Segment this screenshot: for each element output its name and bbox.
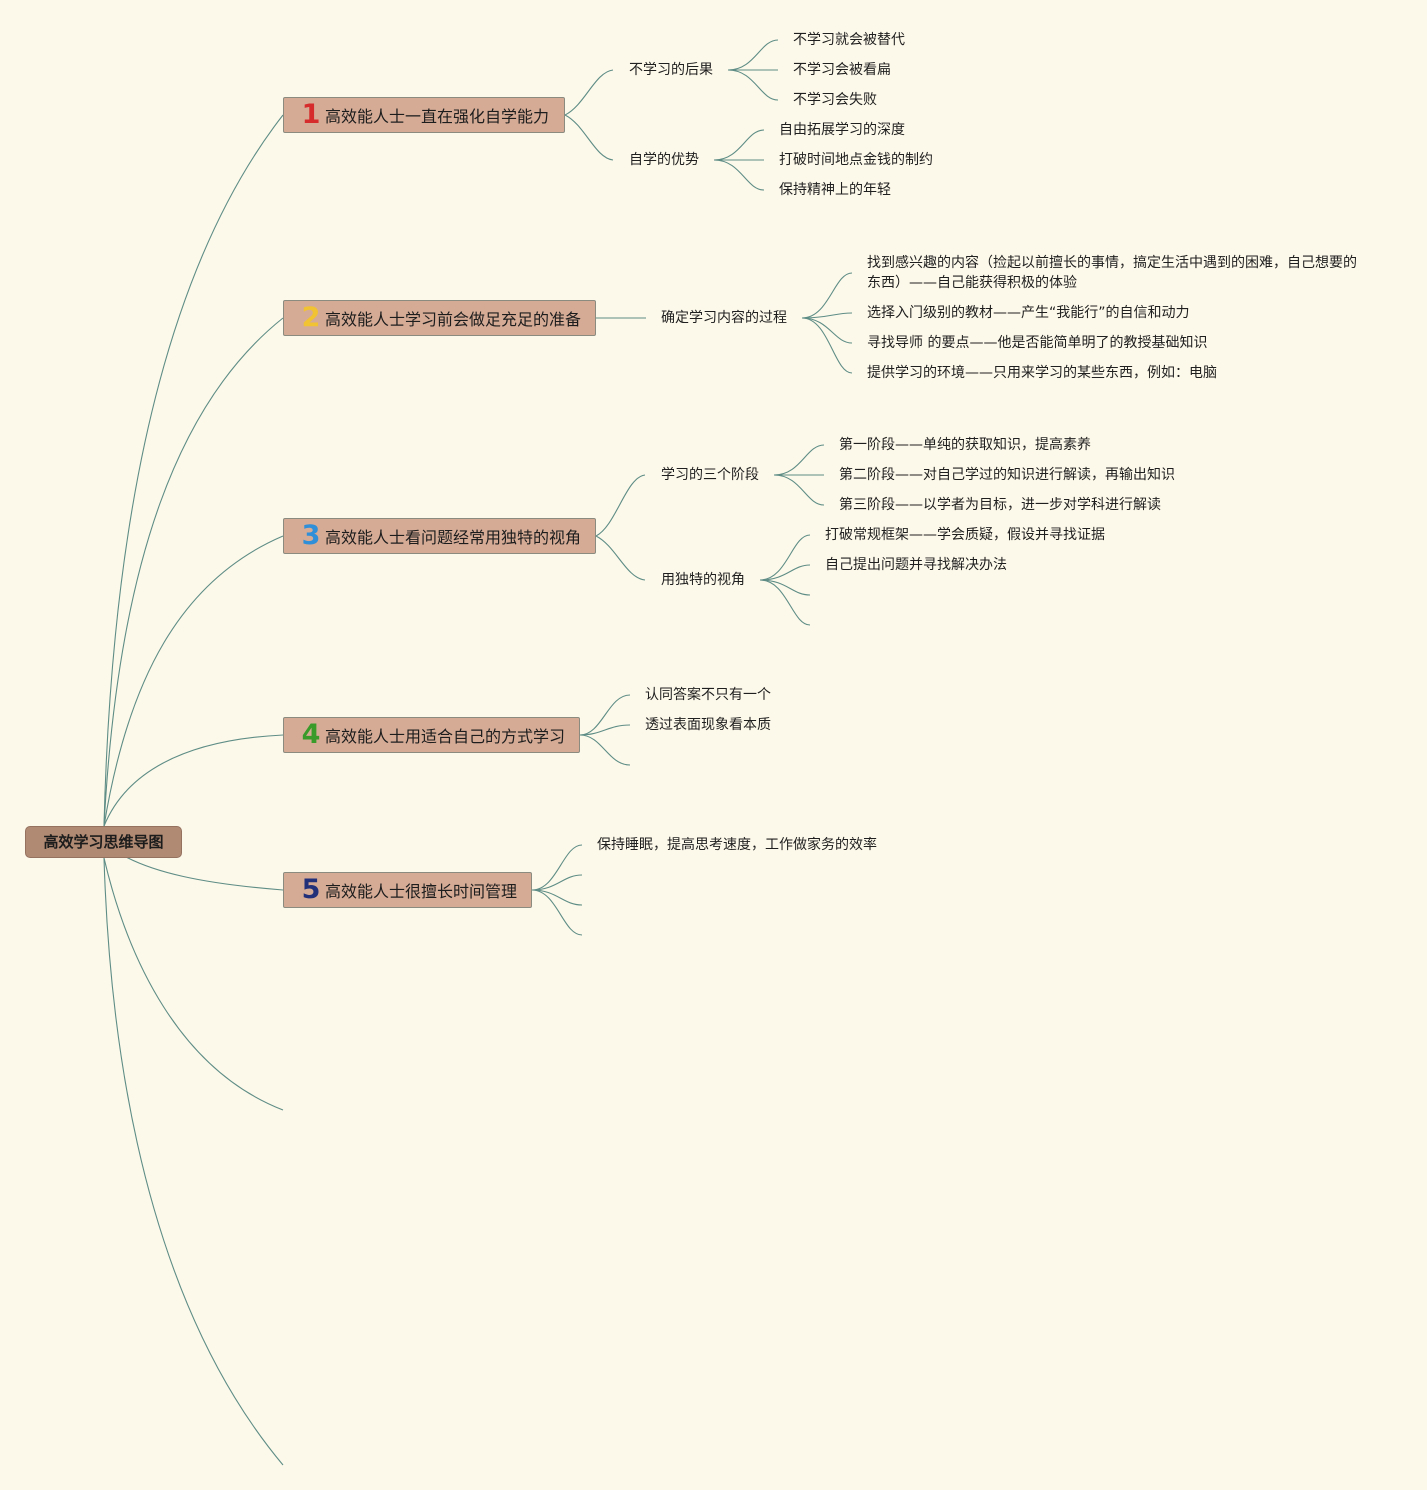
leaf-node[interactable]: 第二阶段——对自己学过的知识进行解读，再输出知识 — [839, 467, 1175, 483]
edge-root-topic-3 — [103, 535, 284, 827]
leaf-node[interactable]: 寻找导师 的要点——他是否能简单明了的教授基础知识 — [867, 335, 1208, 351]
number-5-icon: 5 — [301, 874, 321, 905]
leaf-node[interactable]: 第一阶段——单纯的获取知识，提高素养 — [839, 437, 1091, 453]
edge-t2s1-l4 — [801, 317, 853, 374]
number-1-icon: 1 — [301, 99, 321, 130]
leaf-node[interactable]: 不学习会被看扁 — [793, 62, 891, 78]
edge-t5-l2 — [531, 874, 583, 891]
topic-label: 高效能人士很擅长时间管理 — [325, 882, 518, 901]
edge-t5-l3 — [531, 889, 583, 906]
edge-root-extra-1 — [103, 857, 284, 1111]
leaf-node[interactable]: 保持睡眠，提高思考速度，工作做家务的效率 — [597, 837, 877, 853]
edge-t2s1-l2 — [801, 312, 853, 319]
leaf-node[interactable]: 提供学习的环境——只用来学习的某些东西，例如：电脑 — [867, 365, 1217, 381]
subtopic-consequences[interactable]: 不学习的后果 — [629, 62, 713, 78]
topic-label: 高效能人士学习前会做足充足的准备 — [325, 310, 582, 329]
central-topic[interactable]: 高效学习思维导图 — [25, 826, 182, 858]
edge-t1-sub2 — [564, 114, 614, 161]
topic-3[interactable]: 3 高效能人士看问题经常用独特的视角 — [283, 518, 596, 554]
leaf-node[interactable]: 不学习会失败 — [793, 92, 877, 108]
leaf-node[interactable]: 选择入门级别的教材——产生“我能行”的自信和动力 — [867, 305, 1190, 321]
topic-1[interactable]: 1 高效能人士一直在强化自学能力 — [283, 97, 565, 133]
edge-t3s2-l3 — [759, 579, 811, 596]
number-2-icon: 2 — [301, 302, 321, 333]
subtopic-content-process[interactable]: 确定学习内容的过程 — [661, 310, 787, 326]
subtopic-three-stages[interactable]: 学习的三个阶段 — [661, 467, 759, 483]
edge-t3s2-l2 — [759, 564, 811, 581]
edge-t4-l1 — [579, 694, 631, 736]
edge-t3-sub2 — [595, 535, 646, 581]
edge-root-topic-4 — [103, 734, 284, 827]
leaf-node[interactable]: 自由拓展学习的深度 — [779, 122, 905, 138]
edge-t3s1-l1 — [773, 444, 825, 476]
leaf-node[interactable]: 第三阶段——以学者为目标，进一步对学科进行解读 — [839, 497, 1161, 513]
leaf-node[interactable]: 找到感兴趣的内容（捡起以前擅长的事情，搞定生活中遇到的困难，自己想要的东西）——… — [867, 255, 1357, 291]
edge-t1s2-l3 — [713, 159, 765, 191]
edge-t3s2-l4 — [759, 579, 811, 626]
topic-label: 高效能人士用适合自己的方式学习 — [325, 727, 566, 746]
edge-t3s1-l3 — [773, 474, 825, 506]
edge-t5-l4 — [531, 889, 583, 936]
edge-root-topic-2 — [103, 317, 284, 827]
leaf-node[interactable]: 保持精神上的年轻 — [779, 182, 891, 198]
edge-t5-l1 — [531, 844, 583, 891]
topic-5[interactable]: 5 高效能人士很擅长时间管理 — [283, 872, 532, 908]
edge-root-extra-2 — [103, 857, 284, 1466]
edge-t2s1-l3 — [801, 317, 853, 344]
leaf-node[interactable]: 打破常规框架——学会质疑，假设并寻找证据 — [825, 527, 1105, 543]
leaf-node[interactable]: 透过表面现象看本质 — [645, 717, 771, 733]
number-4-icon: 4 — [301, 719, 321, 750]
leaf-node[interactable]: 自己提出问题并寻找解决办法 — [825, 557, 1007, 573]
edge-t3s2-l1 — [759, 534, 811, 581]
leaf-node[interactable]: 不学习就会被替代 — [793, 32, 905, 48]
edge-t2s1-l1 — [801, 272, 853, 319]
edge-t3-sub1 — [595, 474, 646, 537]
leaf-node[interactable]: 认同答案不只有一个 — [645, 687, 771, 703]
leaf-node[interactable]: 打破时间地点金钱的制约 — [779, 152, 933, 168]
edge-t4-l2 — [579, 724, 631, 736]
topic-4[interactable]: 4 高效能人士用适合自己的方式学习 — [283, 717, 580, 753]
edge-root-topic-1 — [103, 114, 284, 827]
edge-t1-sub1 — [564, 69, 614, 116]
edge-t4-l3 — [579, 734, 631, 766]
topic-2[interactable]: 2 高效能人士学习前会做足充足的准备 — [283, 300, 596, 336]
topic-label: 高效能人士一直在强化自学能力 — [325, 107, 550, 126]
edge-t1s1-l3 — [727, 69, 779, 101]
number-3-icon: 3 — [301, 520, 321, 551]
edge-t1s1-l1 — [727, 39, 779, 71]
topic-label: 高效能人士看问题经常用独特的视角 — [325, 528, 582, 547]
subtopic-advantages[interactable]: 自学的优势 — [629, 152, 699, 168]
edge-t1s2-l1 — [713, 129, 765, 161]
subtopic-unique-view[interactable]: 用独特的视角 — [661, 572, 745, 588]
